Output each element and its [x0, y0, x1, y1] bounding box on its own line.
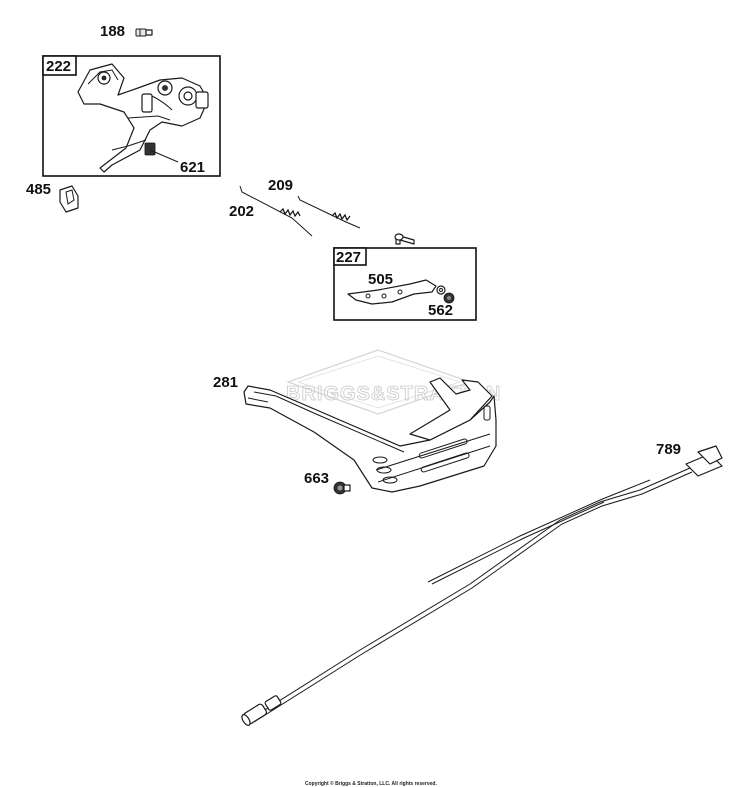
part-485-clip[interactable]: [59, 185, 79, 213]
leader-lines: [149, 149, 179, 163]
part-663-screw[interactable]: [333, 481, 351, 495]
part-281-control-bracket[interactable]: [243, 377, 497, 493]
callout-505[interactable]: 505: [368, 271, 393, 288]
kit-227-tag: [333, 247, 367, 266]
part-222-control-bracket[interactable]: [77, 63, 209, 173]
part-562-nut[interactable]: [436, 285, 455, 304]
callout-281[interactable]: 281: [213, 374, 238, 391]
callout-485[interactable]: 485: [26, 181, 51, 198]
callout-621[interactable]: 621: [180, 159, 205, 176]
callout-789[interactable]: 789: [656, 441, 681, 458]
part-188-screw[interactable]: [135, 28, 153, 37]
part-202-link-spring[interactable]: [239, 185, 313, 237]
part-789-wire-harness[interactable]: [240, 445, 723, 727]
callout-227[interactable]: 227: [336, 249, 361, 266]
part-227-throttle-lever[interactable]: [347, 279, 437, 305]
part-505-pin[interactable]: [394, 233, 415, 245]
copyright-notice: Copyright © Briggs & Stratton, LLC. All …: [305, 780, 437, 787]
part-209-link-spring[interactable]: [297, 195, 361, 229]
callout-209[interactable]: 209: [268, 177, 293, 194]
callout-562[interactable]: 562: [428, 302, 453, 319]
callout-188[interactable]: 188: [100, 23, 125, 40]
kit-222-tag: [42, 55, 77, 76]
kit-222-frame: [42, 55, 221, 177]
callout-663[interactable]: 663: [304, 470, 329, 487]
callout-222[interactable]: 222: [46, 58, 71, 75]
callout-202[interactable]: 202: [229, 203, 254, 220]
kit-227-frame: [333, 247, 477, 321]
